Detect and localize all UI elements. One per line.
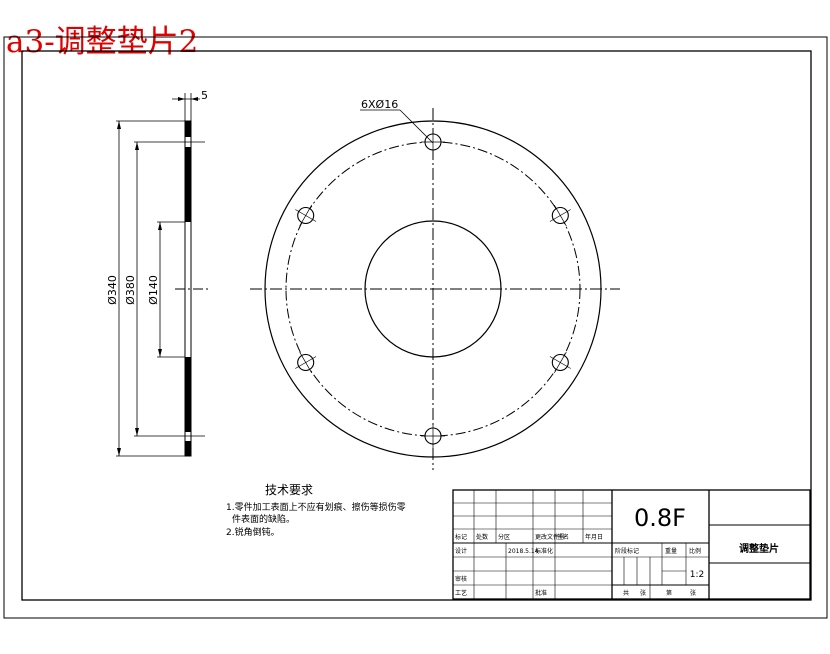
bolt-circle-dim-label: Ø380	[124, 275, 137, 305]
review-label: 审核	[455, 575, 467, 583]
hole-callout-label: 6XØ16	[361, 98, 398, 111]
thickness-dim-label: 5	[201, 89, 208, 102]
sheet-total-label: 共	[623, 589, 629, 597]
bolt-hole-centerline	[299, 204, 312, 227]
front-view	[250, 108, 620, 470]
weight-label: 重量	[665, 547, 677, 555]
std-label: 标准化	[535, 547, 553, 555]
design-date: 2018.5.14	[508, 548, 539, 555]
bolt-hole-centerline	[554, 204, 567, 227]
notes-line-3: 2.锐角倒钝。	[226, 526, 280, 538]
scale-value: 1:2	[690, 570, 704, 580]
title-block	[452, 489, 811, 600]
bolt-holes	[295, 130, 571, 448]
row-label-change: 更改文件号	[535, 533, 565, 541]
side-view	[116, 93, 210, 457]
page-title: a3-调整垫片2	[6, 24, 198, 60]
notes-heading: 技术要求	[265, 483, 313, 497]
bolt-hole-centerline	[299, 351, 312, 374]
notes-line-1: 1.零件加工表面上不应有划痕、擦伤等损伤零	[226, 501, 406, 513]
approve-label: 批准	[535, 589, 547, 597]
row-label-zone: 分区	[498, 533, 510, 541]
row-label-date: 年月日	[585, 533, 603, 541]
drawing-frame	[21, 50, 812, 601]
part-name: 调整垫片	[739, 542, 779, 555]
outer-dim-label: Ø340	[106, 275, 119, 305]
material-label: 0.8F	[634, 504, 686, 532]
sheet-label-a: 张	[640, 589, 646, 597]
row-label-mark: 标记	[455, 533, 467, 541]
design-label: 设计	[455, 547, 467, 555]
row-label-sign: 签名	[557, 533, 569, 541]
stage-label: 阶段标记	[615, 547, 639, 555]
bolt-hole-centerline	[554, 351, 567, 374]
scale-label: 比例	[689, 547, 701, 555]
callout-leader	[399, 109, 434, 144]
process-label: 工艺	[455, 589, 467, 597]
notes-line-2: 件表面的缺陷。	[232, 513, 295, 525]
sheet-no-label: 第	[666, 589, 672, 597]
inner-dim-label: Ø140	[147, 275, 160, 305]
sheet-label-b: 张	[690, 589, 696, 597]
outer-border	[3, 36, 828, 619]
row-label-count: 处数	[476, 533, 488, 541]
